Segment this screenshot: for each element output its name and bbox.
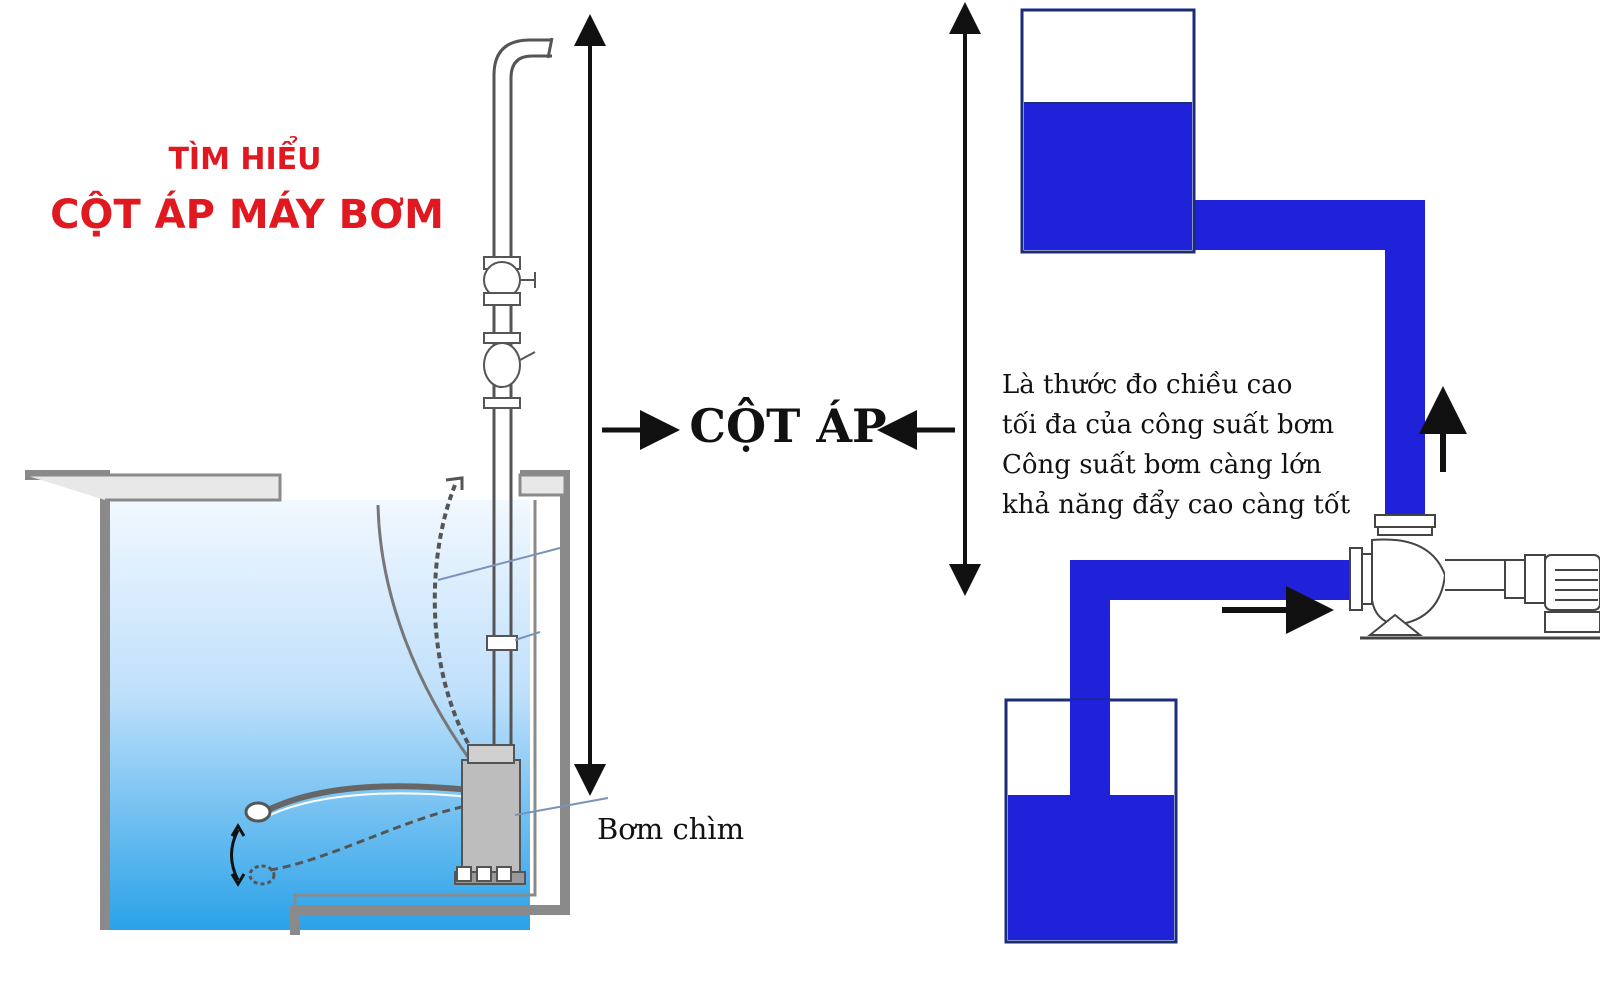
power-cable	[376, 504, 472, 761]
leader-line-cable	[437, 547, 561, 581]
lift-chain	[432, 484, 480, 762]
description-line: Công suất bơm càng lớn	[1002, 450, 1322, 480]
description-line: tối đa của công suất bơm	[1002, 410, 1334, 440]
description-line: khả năng đẩy cao càng tốt	[1002, 490, 1351, 520]
head-label: CỘT ÁP	[689, 399, 887, 453]
leader-line-pump	[514, 797, 609, 816]
tank-left-wall	[25, 470, 110, 930]
submersible-pump	[454, 744, 526, 885]
title-line-1: TÌM HIỂU	[168, 142, 322, 177]
float-switch-lower	[248, 864, 276, 886]
head-description: Là thước đo chiều cao tối đa của công su…	[1002, 365, 1402, 525]
float-switch-upper	[244, 801, 272, 823]
tank-top-slab-left	[25, 473, 282, 502]
lower-tank	[1004, 698, 1178, 944]
discharge-pipe	[483, 37, 554, 770]
tank-inner-wall	[293, 500, 537, 935]
pump-label: Bơm chìm	[597, 812, 745, 846]
title-line-2: CỘT ÁP MÁY BƠM	[50, 192, 444, 238]
float-cable	[266, 783, 471, 813]
upper-tank	[1020, 8, 1196, 254]
tank-top-slab-right	[518, 473, 567, 497]
description-line: Là thước đo chiều cao	[1002, 370, 1293, 400]
surface-pump	[1349, 514, 1600, 640]
